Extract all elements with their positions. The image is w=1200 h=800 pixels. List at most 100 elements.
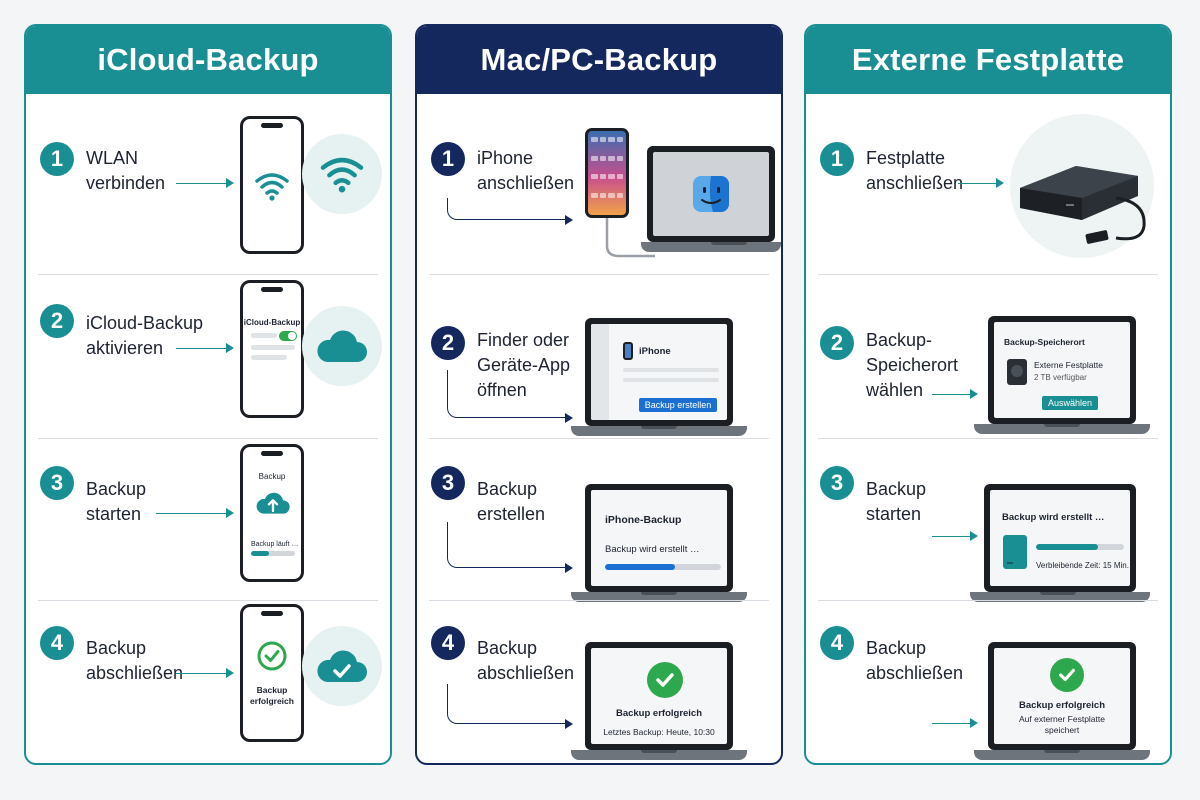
cloud-check-badge <box>302 626 382 706</box>
arrow-head <box>226 343 234 353</box>
arrow-line <box>176 348 228 349</box>
success-title: Backup erfolgreich <box>1018 700 1106 711</box>
cloud-icon <box>317 330 367 362</box>
step-number-badge: 1 <box>40 142 74 176</box>
step-start-backup: 3 Backup starten Backup wird erstellt … … <box>806 440 1170 602</box>
arrow-head <box>226 668 234 678</box>
step-number-badge: 3 <box>820 466 854 500</box>
divider <box>429 600 769 601</box>
laptop-illustration: Backup erfolgreich Auf externer Festplat… <box>974 642 1150 763</box>
laptop-illustration: iPhone-Backup Backup wird erstellt … <box>571 484 747 608</box>
arrow-line <box>156 513 228 514</box>
finder-sidebar <box>591 324 609 420</box>
step-icloud-activate: 2 iCloud-Backup aktivieren iCloud-Backup <box>26 278 390 438</box>
cloud-badge <box>302 306 382 386</box>
hard-drive-icon <box>1020 166 1146 244</box>
step-number-badge: 3 <box>431 466 465 500</box>
step-number-badge: 2 <box>820 326 854 360</box>
hard-drive-icon <box>1003 535 1027 569</box>
screen-status: Backup erfolgreich <box>250 685 294 706</box>
cloud-check-icon <box>317 650 367 682</box>
arrow-line <box>176 673 228 674</box>
cloud-upload-icon <box>256 492 290 514</box>
wifi-icon <box>320 157 364 193</box>
phone-illustration: Backup Backup läuft … <box>240 444 304 582</box>
backup-toggle[interactable] <box>279 331 297 341</box>
hard-drive-icon <box>1007 359 1027 385</box>
progress-bar <box>251 551 295 556</box>
arrow-line <box>447 522 567 568</box>
divider <box>38 600 378 601</box>
info-line <box>623 368 719 372</box>
check-icon <box>1059 668 1075 682</box>
step-choose-location: 2 Backup- Speicherort wählen Backup-Spei… <box>806 278 1170 438</box>
arrow-head <box>970 531 978 541</box>
arrow-head <box>565 413 573 423</box>
step-finish-backup: 4 Backup abschließen Backup erfolgreich <box>26 602 390 762</box>
select-button[interactable]: Auswählen <box>1042 396 1098 410</box>
step-label: Backup abschließen <box>86 638 184 683</box>
divider <box>429 274 769 275</box>
arrow-head <box>226 508 234 518</box>
create-backup-button[interactable]: Backup erstellen <box>639 398 717 412</box>
step-start-backup: 3 Backup starten Backup Backup läuft … <box>26 440 390 600</box>
screen-status: Backup läuft … <box>251 541 299 548</box>
column-title: Externe Festplatte <box>806 26 1170 94</box>
external-drive-column: Externe Festplatte 1 Festplatte anschlie… <box>804 24 1172 765</box>
arrow-line <box>932 723 972 724</box>
step-label: Backup starten <box>866 479 927 524</box>
step-create-backup: 3 Backup erstellen iPhone-Backup Backup … <box>417 440 781 602</box>
success-title: Backup erfolgreich <box>615 708 703 719</box>
phone-icon <box>623 342 633 360</box>
time-remaining: Verbleibende Zeit: 15 Min. <box>1036 561 1129 570</box>
step-open-finder: 2 Finder oder Geräte-App öffnen iPhone B… <box>417 278 781 438</box>
window-title: iPhone-Backup <box>605 514 682 526</box>
arrow-head <box>565 563 573 573</box>
progress-bar <box>605 564 721 570</box>
step-label: Backup- Speicherort wählen <box>866 330 959 400</box>
arrow-head <box>996 178 1004 188</box>
arrow-line <box>932 394 972 395</box>
wifi-badge <box>302 134 382 214</box>
step-label: Backup abschließen <box>866 638 964 683</box>
success-badge <box>1050 658 1084 692</box>
setting-line <box>251 355 287 360</box>
arrow-line <box>447 684 567 724</box>
divider <box>818 600 1158 601</box>
window-title: Backup-Speicherort <box>1004 337 1085 347</box>
check-icon <box>656 673 674 687</box>
arrow-line <box>958 183 998 184</box>
laptop-illustration: Backup erfolgreich Letztes Backup: Heute… <box>571 642 747 763</box>
step-label: iCloud-Backup aktivieren <box>86 313 204 358</box>
arrow-head <box>970 389 978 399</box>
finder-icon <box>693 176 729 212</box>
phone-illustration <box>240 116 304 254</box>
arrow-line <box>447 370 567 418</box>
column-title: Mac/PC-Backup <box>417 26 781 94</box>
step-connect-drive: 1 Festplatte anschließen <box>806 106 1170 266</box>
arrow-head <box>565 719 573 729</box>
step-label: Finder oder Geräte-App öffnen <box>477 330 571 400</box>
setting-line <box>251 345 295 350</box>
step-number-badge: 3 <box>40 466 74 500</box>
step-label: Backup abschließen <box>477 638 575 683</box>
iphone-illustration <box>585 128 629 218</box>
step-number-badge: 4 <box>820 626 854 660</box>
divider <box>38 438 378 439</box>
step-label: Backup erstellen <box>477 479 546 524</box>
phone-illustration: iCloud-Backup <box>240 280 304 418</box>
drive-space: 2 TB verfügbar <box>1034 373 1087 382</box>
success-badge <box>647 662 683 698</box>
step-number-badge: 2 <box>40 304 74 338</box>
arrow-head <box>226 178 234 188</box>
wifi-icon <box>255 173 289 201</box>
arrow-head <box>970 718 978 728</box>
step-number-badge: 1 <box>820 142 854 176</box>
info-line <box>623 378 719 382</box>
mac-laptop-illustration <box>641 146 781 264</box>
last-backup-text: Letztes Backup: Heute, 10:30 <box>603 727 715 737</box>
progress-bar <box>1036 544 1124 550</box>
arrow-line <box>447 198 567 220</box>
save-location-text: Auf externer Festplatte speichert <box>1019 714 1105 735</box>
laptop-illustration: Backup wird erstellt … Verbleibende Zeit… <box>970 484 1150 608</box>
